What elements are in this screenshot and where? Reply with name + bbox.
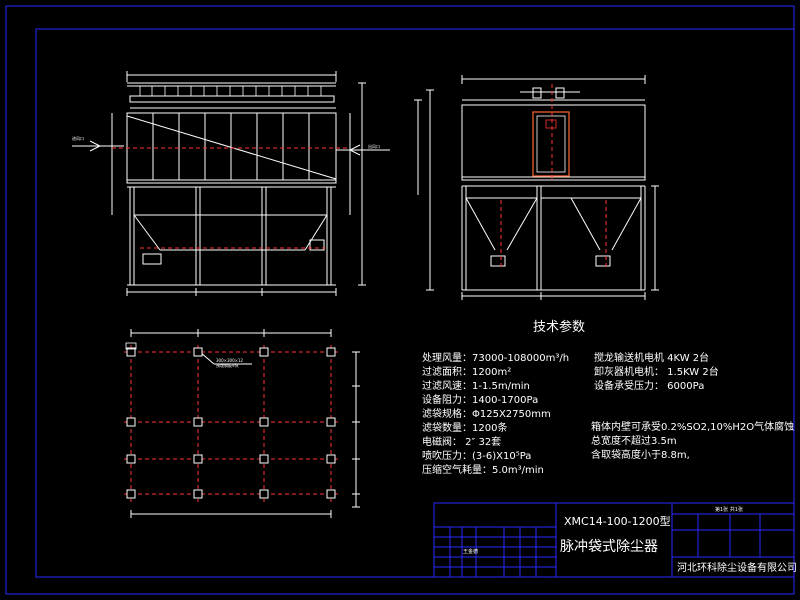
plan-view xyxy=(124,329,360,518)
front-view-centerlines xyxy=(112,147,350,249)
designer-cell: 王金德 xyxy=(463,548,478,555)
inner-frame xyxy=(35,28,795,578)
right-spec-line: 设备承受压力： 6000Pa xyxy=(594,379,704,392)
left-spec-line: 设备阻力：1400-1700Pa xyxy=(422,393,538,406)
outer-frame xyxy=(5,5,795,595)
tech-params-heading: 技术参数 xyxy=(533,319,585,335)
left-spec-line: 喷吹压力：(3-6)X10⁵Pa xyxy=(422,449,531,462)
left-spec-line: 滤袋数量：1200条 xyxy=(422,421,507,434)
model-number: XMC14-100-1200型 xyxy=(564,514,671,528)
right-spec-line: 卸灰器机电机： 1.5KW 2台 xyxy=(594,365,719,378)
right-spec-line: 搅龙输送机电机 4KW 2台 xyxy=(594,351,709,364)
outlet-label: 出风口 xyxy=(368,143,380,149)
left-spec-line: 处理风量：73000-108000m³/h xyxy=(422,352,569,364)
product-name: 脉冲袋式除尘器 xyxy=(560,539,658,555)
note-line: 总宽度不超过3.5m xyxy=(591,434,677,447)
note-line: 箱体内壁可承受0.2%SO2,10%H2O气体腐蚀 xyxy=(591,420,794,433)
sheet-cell: 第1张 共1张 xyxy=(715,506,743,513)
inlet-label: 进风口 xyxy=(72,135,84,141)
side-view xyxy=(414,75,659,300)
access-door xyxy=(532,111,570,177)
company-name: 河北环科除尘设备有限公司 xyxy=(677,561,797,574)
front-view xyxy=(72,71,390,296)
side-view-centerlines xyxy=(500,84,607,270)
left-specs: 处理风量：73000-108000m³/h 过滤面积：1200m² 过滤风速：1… xyxy=(422,352,569,476)
left-spec-line: 滤袋规格：Φ125X2750mm xyxy=(422,407,551,420)
note-line: 含取袋高度小于8.8m, xyxy=(591,448,690,461)
left-spec-line: 过滤面积：1200m² xyxy=(422,365,511,378)
left-spec-line: 压缩空气耗量：5.0m³/min xyxy=(422,463,544,476)
left-spec-line: 过滤风速：1-1.5m/min xyxy=(422,379,530,392)
title-block xyxy=(433,502,795,578)
notes: 箱体内壁可承受0.2%SO2,10%H2O气体腐蚀 总宽度不超过3.5m 含取袋… xyxy=(591,420,794,461)
left-spec-line: 电磁阀： 2″ 32套 xyxy=(422,435,501,448)
right-specs: 搅龙输送机电机 4KW 2台 卸灰器机电机： 1.5KW 2台 设备承受压力： … xyxy=(594,351,719,392)
